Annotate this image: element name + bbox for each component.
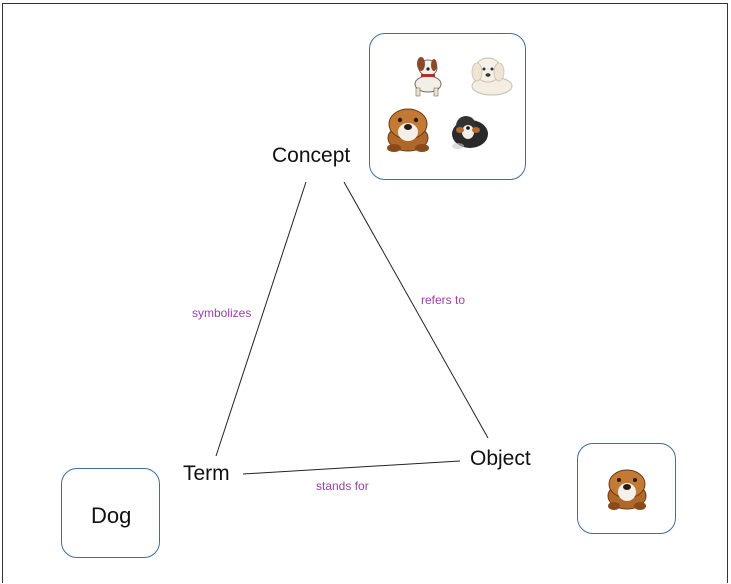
white-puppy-icon bbox=[471, 57, 513, 96]
diagram-frame bbox=[2, 3, 728, 583]
refers-to-label: refers to bbox=[421, 293, 466, 307]
object-dog-illustration bbox=[607, 469, 647, 510]
term-word-text: Dog bbox=[91, 503, 132, 528]
concept-dogs-illustration bbox=[387, 57, 513, 152]
term-word-box: Dog bbox=[61, 468, 160, 558]
bulldog-icon bbox=[607, 469, 647, 510]
concept-image-box bbox=[369, 33, 526, 180]
symbolizes-label: symbolizes bbox=[192, 306, 252, 320]
object-image-box bbox=[577, 443, 676, 534]
bulldog-icon bbox=[387, 108, 429, 152]
edge-refers-to bbox=[343, 181, 489, 439]
concept-label: Concept bbox=[272, 144, 351, 167]
stands-for-label: stands for bbox=[316, 479, 369, 493]
edge-symbolizes bbox=[215, 181, 307, 457]
bernese-puppy-icon bbox=[452, 116, 488, 149]
object-label: Object bbox=[470, 447, 531, 470]
terrier-puppy-icon bbox=[414, 57, 442, 97]
term-label: Term bbox=[183, 462, 230, 485]
edge-stands-for bbox=[242, 460, 461, 475]
